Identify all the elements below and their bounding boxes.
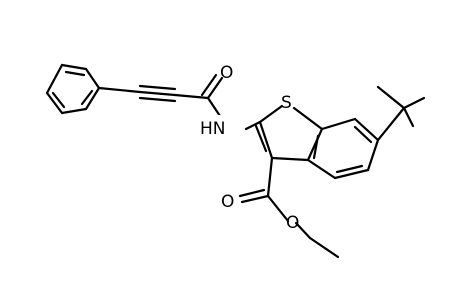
tert-butyl-group xyxy=(376,85,426,142)
thiophene-ring xyxy=(254,104,324,162)
oxygen-amide-label: O xyxy=(220,63,233,83)
benzene-ring-phenyl xyxy=(45,63,101,115)
oxygen-ester-carbonyl-label: O xyxy=(221,192,234,212)
sulfur-label: S xyxy=(281,93,292,113)
alkyne-linker xyxy=(97,84,210,103)
amine-nh-label: HN xyxy=(200,119,226,139)
oxygen-ester-ether-label: O xyxy=(286,213,299,233)
ethyl-ester-group xyxy=(238,156,340,259)
benzene-ring-fused xyxy=(306,117,380,180)
